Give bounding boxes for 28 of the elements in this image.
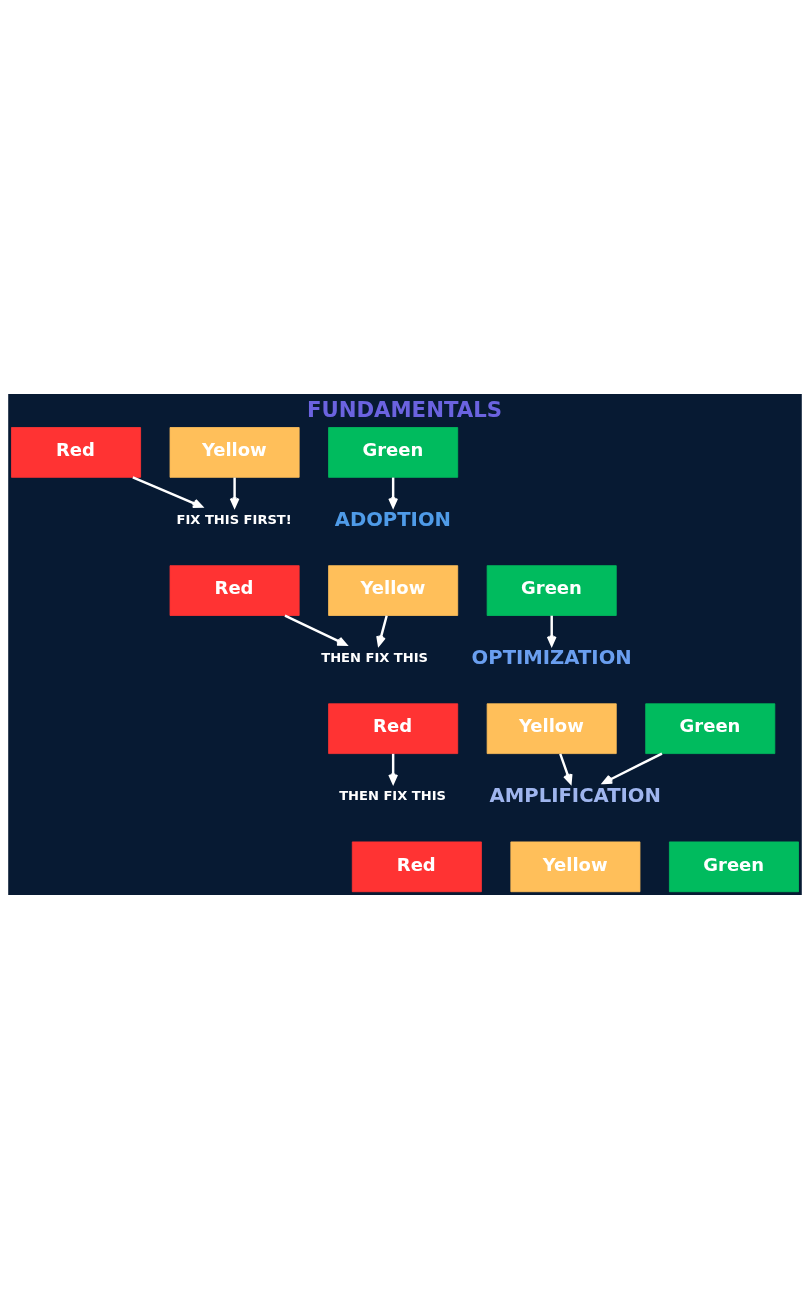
node-box: Red xyxy=(351,841,482,893)
node-box: Red xyxy=(328,703,459,754)
node-box: Green xyxy=(645,703,776,754)
node-text: ADOPTION xyxy=(334,507,451,531)
node-box: Yellow xyxy=(328,565,459,616)
arrow xyxy=(559,753,573,785)
arrow xyxy=(388,477,399,508)
node-box: Yellow xyxy=(486,703,617,754)
node-box: Green xyxy=(328,427,459,478)
node-text: THEN FIX THIS xyxy=(321,649,428,665)
arrow xyxy=(602,752,663,785)
node-text: FIX THIS FIRST! xyxy=(176,511,292,527)
node-box: Green xyxy=(669,841,799,893)
arrow xyxy=(546,615,557,647)
node-text: THEN FIX THIS xyxy=(339,788,446,804)
node-text: AMPLIFICATION xyxy=(489,783,661,807)
arrow xyxy=(284,614,348,647)
node-box: Green xyxy=(486,565,617,616)
arrow xyxy=(132,476,203,509)
arrow xyxy=(229,477,240,508)
diagram-title: FUNDAMENTALS xyxy=(306,396,503,422)
node-box: Red xyxy=(169,565,300,616)
node-box: Red xyxy=(11,427,141,478)
arrow xyxy=(376,615,388,647)
node-text: OPTIMIZATION xyxy=(471,645,632,669)
node-box: Yellow xyxy=(169,427,300,478)
arrow xyxy=(388,753,399,785)
node-box: Yellow xyxy=(510,841,641,893)
